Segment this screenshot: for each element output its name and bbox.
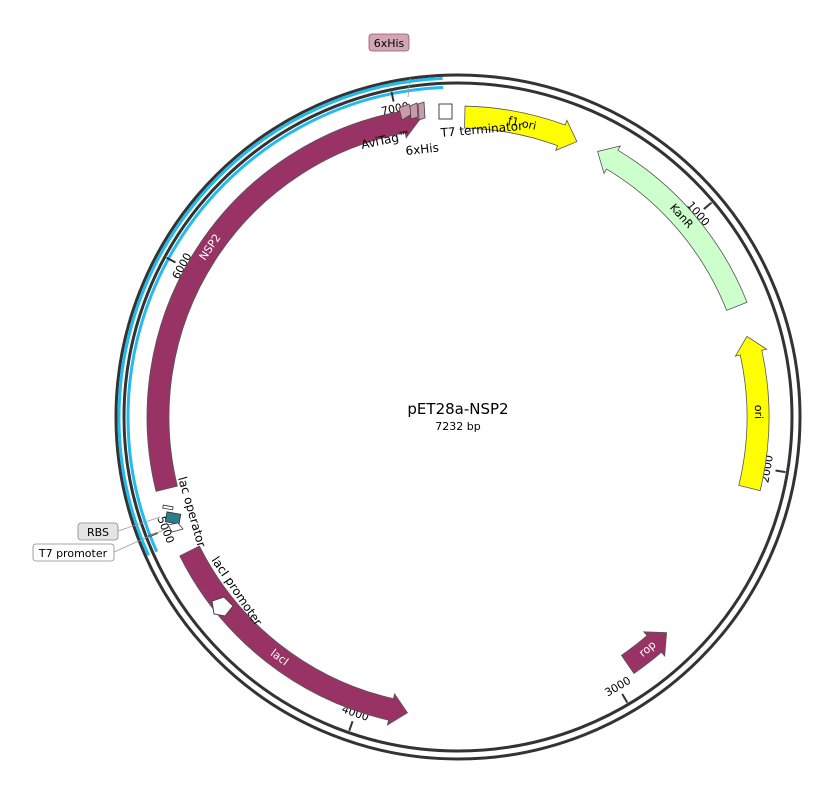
feature-arrow-f1-ori[interactable] bbox=[464, 105, 578, 152]
tick-label-3000: 3000 bbox=[603, 674, 634, 699]
tick-mark-4000 bbox=[348, 720, 354, 732]
lac-operator-label: lac operator bbox=[175, 475, 209, 549]
feature-arrow-ori[interactable] bbox=[734, 335, 770, 492]
plasmid-length: 7232 bp bbox=[435, 420, 480, 433]
laci-promoter-marker[interactable] bbox=[211, 596, 234, 617]
tick-mark-2000 bbox=[775, 469, 786, 474]
his-tag-marker-2[interactable] bbox=[417, 101, 426, 121]
tick-mark-6000 bbox=[166, 256, 176, 264]
t7-promoter-callout: T7 promoter bbox=[32, 543, 115, 562]
tick-mark-3000 bbox=[621, 693, 629, 704]
feature-arrow-nsp2[interactable] bbox=[146, 105, 421, 492]
t7-promoter-marker[interactable] bbox=[167, 522, 184, 533]
his-tag-marker-1[interactable] bbox=[409, 102, 419, 120]
lac-region-markers bbox=[162, 504, 234, 617]
t7-terminator-marker[interactable] bbox=[438, 103, 453, 120]
rbs-marker[interactable] bbox=[162, 504, 174, 511]
feature-label-f1-ori: f1 ori bbox=[507, 114, 538, 133]
rbs-callout: RBS bbox=[77, 522, 119, 541]
rbs-callout-label: RBS bbox=[87, 526, 109, 539]
small-features-top bbox=[398, 77, 453, 121]
tick-mark-1000 bbox=[703, 201, 713, 210]
his-callout: 6xHis bbox=[368, 33, 410, 52]
tick-mark-7000 bbox=[390, 91, 395, 102]
feature-arrow-kanr[interactable] bbox=[597, 145, 748, 311]
his-callout-label: 6xHis bbox=[374, 37, 405, 50]
feature-arrow-rop[interactable] bbox=[620, 631, 668, 675]
feature-label-ori: ori bbox=[752, 405, 765, 420]
t7-terminator-label: T7 terminator bbox=[439, 119, 524, 140]
insert-highlight-inner bbox=[126, 85, 444, 553]
backbone-inner-ring bbox=[122, 81, 794, 753]
his-inner-label: 6xHis bbox=[405, 141, 440, 158]
lac-operator-marker[interactable] bbox=[164, 511, 182, 525]
feature-arrow-laci[interactable] bbox=[179, 545, 408, 726]
insert-highlight-outer bbox=[117, 76, 443, 557]
t7-promoter-callout-label: T7 promoter bbox=[38, 547, 108, 560]
plasmid-name: pET28a-NSP2 bbox=[407, 400, 508, 418]
backbone-outer-ring bbox=[114, 73, 802, 761]
